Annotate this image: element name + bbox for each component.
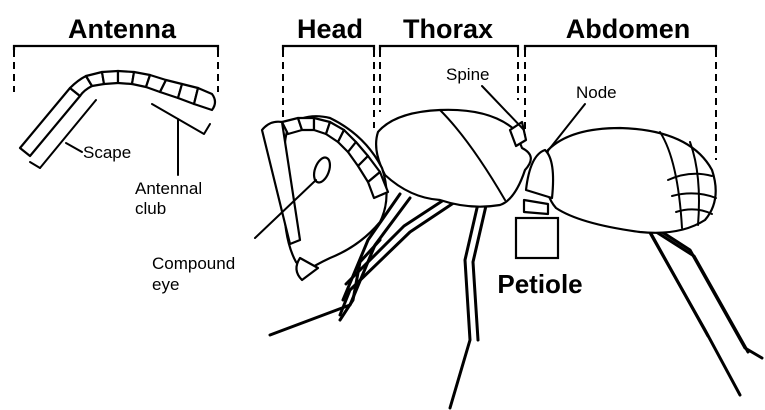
petiole-box <box>516 218 558 258</box>
antennal-club-pointer <box>152 104 210 175</box>
abdomen-title: Abdomen <box>566 14 691 44</box>
petiole-label: Petiole <box>497 269 582 299</box>
spine-label: Spine <box>446 65 489 84</box>
antennal-club-label-line2: club <box>135 199 166 218</box>
compound-eye-label-line1: Compound <box>152 254 235 273</box>
antennal-club-label-line1: Antennal <box>135 179 202 198</box>
antenna-title: Antenna <box>68 14 177 44</box>
scape-label: Scape <box>83 143 131 162</box>
head-title: Head <box>297 14 363 44</box>
thorax-title: Thorax <box>403 14 493 44</box>
node-label: Node <box>576 83 617 102</box>
head-bracket <box>283 46 374 128</box>
ant-body <box>262 110 762 408</box>
compound-eye-label-line2: eye <box>152 275 179 294</box>
